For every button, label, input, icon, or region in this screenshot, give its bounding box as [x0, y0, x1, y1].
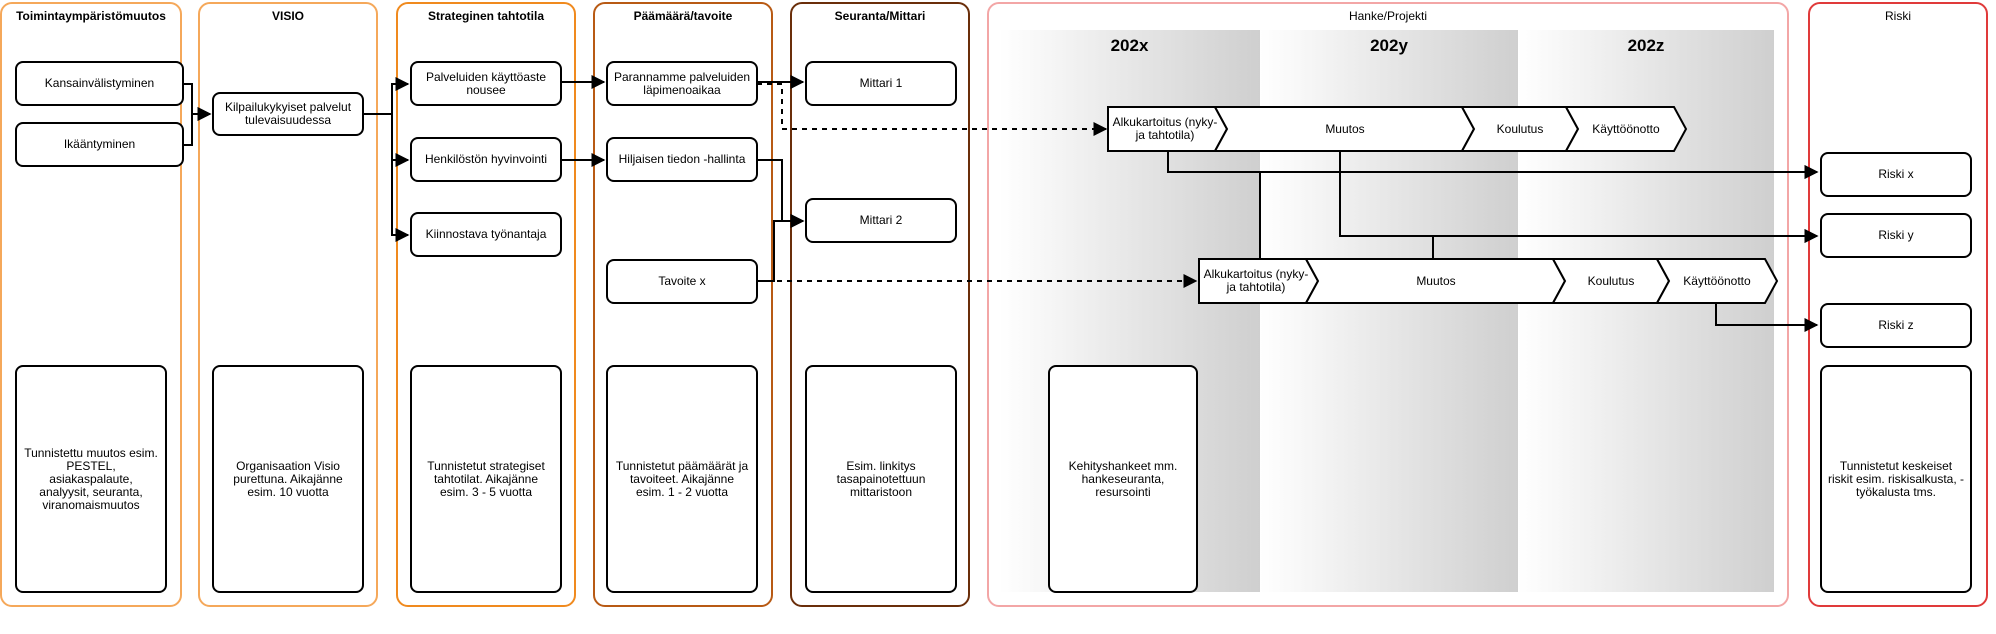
- arrow-goal2-metric2: [757, 159, 805, 228]
- arrow-proj1-risky: [1339, 152, 1819, 243]
- lane-vision-title: VISIO: [271, 9, 304, 23]
- dashed-arrow-goal1-project1: [757, 83, 1108, 136]
- lane-metrics: Seuranta/Mittari: [790, 2, 970, 607]
- arrow-env2-vision: [184, 107, 212, 146]
- risk-description: Tunnistetut keskeiset riskit esim. riski…: [1820, 365, 1972, 593]
- metric-description: Esim. linkitys tasapainotettuun mittaris…: [805, 365, 957, 593]
- arrow-proj2-riskz: [1715, 302, 1819, 332]
- project1-step1-label: Alkukartoitus (nyky- ja tahtotila): [1112, 115, 1218, 142]
- lane-vision: VISIO: [198, 2, 378, 607]
- vision-description: Organisaation Visio purettuna. Aikajänne…: [212, 365, 364, 593]
- lane-strategy: Strateginen tahtotila: [396, 2, 576, 607]
- year-label-202x: 202x: [1110, 36, 1149, 55]
- project-description: Kehityshankeet mm. hankeseuranta, resurs…: [1048, 365, 1198, 593]
- lane-strategy-title: Strateginen tahtotila: [427, 9, 544, 23]
- arrow-env1-vision: [184, 83, 212, 121]
- project1-step4-shape: [1564, 106, 1688, 152]
- lane-environment: Toimintaympäristömuutos: [0, 2, 182, 607]
- lane-metrics-title: Seuranta/Mittari: [834, 9, 926, 23]
- lane-project: Hanke/Projekti: [987, 2, 1789, 607]
- arrow-vision-strat3: [364, 113, 410, 242]
- risk-node-y[interactable]: Riski y: [1820, 213, 1972, 258]
- risk-node-x[interactable]: Riski x: [1820, 152, 1972, 197]
- lane-goals: Päämäärä/tavoite: [593, 2, 773, 607]
- risk-node-z[interactable]: Riski z: [1820, 303, 1972, 348]
- env-node-aging[interactable]: Ikääntyminen: [15, 122, 184, 167]
- vision-node[interactable]: Kilpailukykyiset palvelut tulevaisuudess…: [212, 92, 364, 136]
- goal-description: Tunnistetut päämäärät ja tavoiteet. Aika…: [606, 365, 758, 593]
- goal-node-tacit-knowledge[interactable]: Hiljaisen tiedon -hallinta: [606, 137, 758, 182]
- goal-node-throughput[interactable]: Parannamme palveluiden läpimenoaikaa: [606, 61, 758, 106]
- year-label-202z: 202z: [1627, 36, 1665, 55]
- arrow-proj2-riskx: [1259, 165, 1819, 260]
- project1-step2-label: Muutos: [1325, 121, 1365, 136]
- strategy-node-service-usage[interactable]: Palveluiden käyttöaste nousee: [410, 61, 562, 106]
- lane-goals-title: Päämäärä/tavoite: [633, 9, 733, 23]
- project1-step4-label: Käyttöönotto: [1592, 121, 1660, 136]
- project2-step4-shape: [1655, 258, 1779, 304]
- project1-step3-label: Koulutus: [1496, 121, 1544, 136]
- goal-node-x[interactable]: Tavoite x: [606, 259, 758, 304]
- project2-step4-label: Käyttöönotto: [1683, 273, 1751, 288]
- env-description: Tunnistettu muutos esim. PESTEL, asiakas…: [15, 365, 167, 593]
- project2-step1-label: Alkukartoitus (nyky- ja tahtotila): [1203, 267, 1309, 294]
- metric-node-2[interactable]: Mittari 2: [805, 198, 957, 243]
- strategy-node-wellbeing[interactable]: Henkilöstön hyvinvointi: [410, 137, 562, 182]
- project2-step2-label: Muutos: [1416, 273, 1456, 288]
- lane-risk: Riski: [1808, 2, 1988, 607]
- arrow-goal3-metric2: [757, 214, 805, 282]
- arrow-proj1-riskx: [1167, 152, 1819, 179]
- lane-risk-title: Riski: [1885, 9, 1911, 23]
- env-node-internationalization[interactable]: Kansainvälistyminen: [15, 61, 184, 106]
- arrow-proj2-risky: [1432, 229, 1819, 260]
- strategy-node-attractive-employer[interactable]: Kiinnostava työnantaja: [410, 212, 562, 257]
- arrow-vision-strat2: [364, 113, 410, 167]
- lane-project-title: Hanke/Projekti: [1348, 9, 1428, 23]
- project2-step3-label: Koulutus: [1587, 273, 1635, 288]
- metric-node-1[interactable]: Mittari 1: [805, 61, 957, 106]
- arrow-vision-strat1: [364, 77, 410, 115]
- lane-environment-title: Toimintaympäristömuutos: [16, 9, 166, 23]
- year-label-202y: 202y: [1370, 36, 1408, 55]
- strategy-description: Tunnistetut strategiset tahtotilat. Aika…: [410, 365, 562, 593]
